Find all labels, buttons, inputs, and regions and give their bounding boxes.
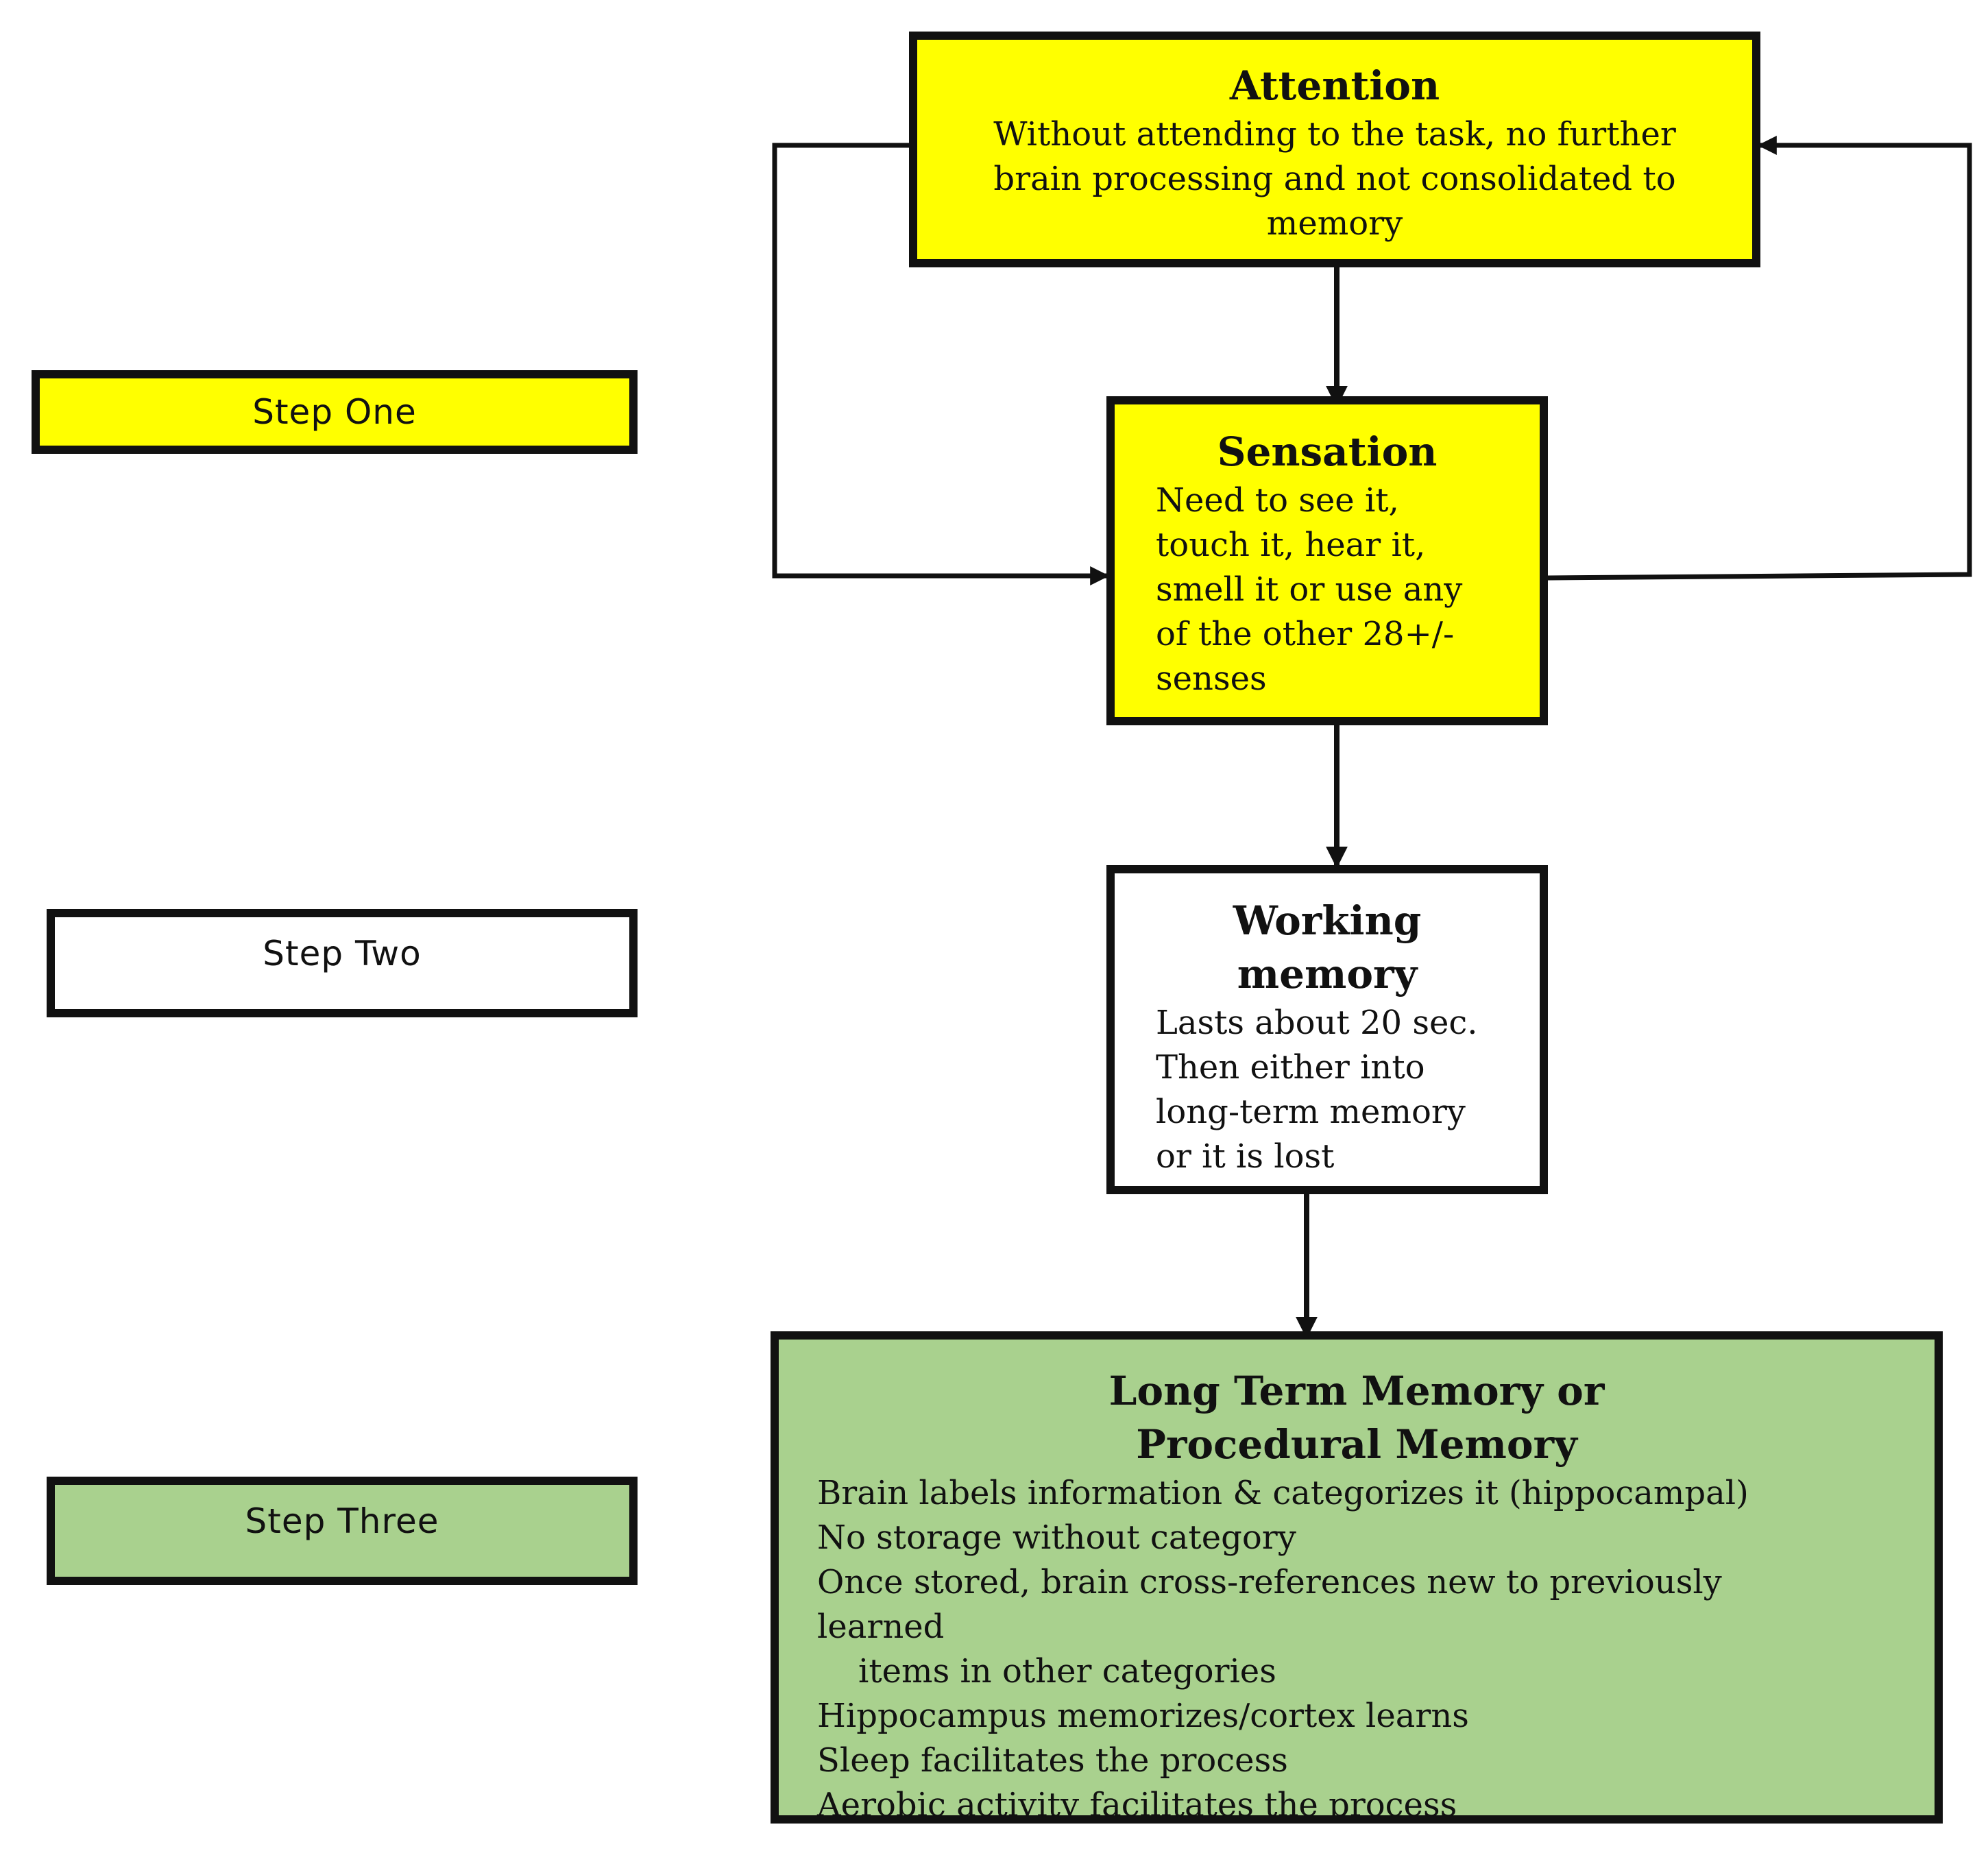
long-term-memory-line: learned <box>817 1608 945 1646</box>
working-memory-line: or it is lost <box>1156 1137 1335 1176</box>
long-term-memory-title: Long Term Memory or Procedural Memory <box>779 1364 1935 1471</box>
working-memory-line: Lasts about 20 sec. <box>1156 1004 1478 1042</box>
long-term-memory-line: Aerobic activity facilitates the process <box>817 1786 1457 1824</box>
working-memory-line: long-term memory <box>1156 1093 1466 1131</box>
sensation-title: Sensation <box>1217 428 1438 475</box>
sensation-line: touch it, hear it, <box>1156 526 1426 564</box>
step-one-label: Step One <box>32 370 638 454</box>
working-memory-line: Then either into <box>1156 1048 1425 1087</box>
long-term-memory-line: items in other categories <box>858 1652 1276 1691</box>
sensation-box: Sensation Need to see it, touch it, hear… <box>1106 396 1548 725</box>
long-term-memory-description: Brain labels information & categorizes i… <box>817 1471 1935 1824</box>
long-term-memory-box: Long Term Memory or Procedural Memory Br… <box>771 1331 1943 1824</box>
attention-box: Attention Without attending to the task,… <box>909 32 1760 267</box>
attention-description: Without attending to the task, no furthe… <box>917 112 1752 246</box>
long-term-memory-line: Sleep facilitates the process <box>817 1741 1288 1780</box>
sensation-line: of the other 28+/- <box>1156 615 1455 653</box>
arrow-right-loop <box>1547 136 1972 581</box>
arrow-left-loop <box>772 143 1110 585</box>
working-memory-title-line: Working <box>1233 897 1422 944</box>
sensation-line: smell it or use any <box>1156 570 1463 609</box>
sensation-description: Need to see it, touch it, hear it, smell… <box>1156 479 1540 701</box>
long-term-memory-line: No storage without category <box>817 1518 1296 1557</box>
long-term-memory-title-line: Procedural Memory <box>1136 1421 1577 1468</box>
long-term-memory-title-line: Long Term Memory or <box>1108 1368 1605 1414</box>
attention-line: memory <box>1266 204 1403 243</box>
attention-title: Attention <box>1229 62 1440 109</box>
working-memory-box: Working memory Lasts about 20 sec. Then … <box>1106 865 1548 1194</box>
attention-line: brain processing and not consolidated to <box>993 160 1676 198</box>
sensation-line: senses <box>1156 659 1267 698</box>
sensation-line: Need to see it, <box>1156 481 1399 520</box>
step-two-label: Step Two <box>47 909 638 1017</box>
attention-line: Without attending to the task, no furthe… <box>993 115 1676 154</box>
long-term-memory-line: Brain labels information & categorizes i… <box>817 1474 1749 1512</box>
step-three-label: Step Three <box>47 1477 638 1585</box>
long-term-memory-line: Hippocampus memorizes/cortex learns <box>817 1697 1469 1735</box>
long-term-memory-line: Once stored, brain cross-references new … <box>817 1563 1722 1601</box>
working-memory-description: Lasts about 20 sec. Then either into lon… <box>1156 1001 1540 1179</box>
working-memory-title: Working memory <box>1115 894 1540 1001</box>
working-memory-title-line: memory <box>1237 951 1418 997</box>
